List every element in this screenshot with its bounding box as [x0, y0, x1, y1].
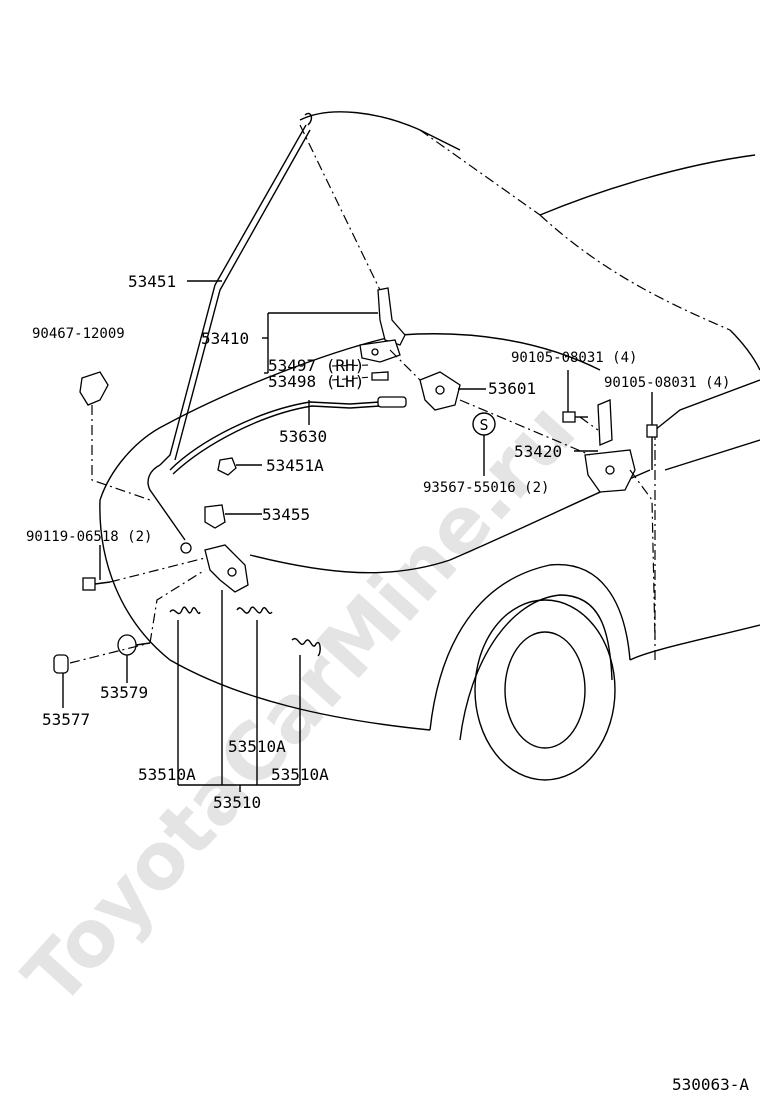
- part-labels: 53451 53410 53497 (RH) 53498 (LH) 90467-…: [26, 272, 749, 1094]
- label-53497: 53497 (RH): [268, 356, 364, 375]
- label-53601: 53601: [488, 379, 536, 398]
- label-90467-12009: 90467-12009: [32, 326, 125, 342]
- label-53630: 53630: [279, 427, 327, 446]
- leader-lines: [62, 280, 656, 792]
- label-53510A-mid: 53510A: [228, 737, 286, 756]
- cap-53577: [53, 654, 69, 674]
- label-53510: 53510: [213, 793, 261, 812]
- label-53510A-right: 53510A: [271, 765, 329, 784]
- label-90105-08031-b: 90105-08031 (4): [604, 375, 730, 391]
- spring-right: [291, 637, 321, 657]
- rod-holder-53455: [204, 504, 226, 529]
- bolt-90105-a: [562, 411, 588, 423]
- label-90119-06518: 90119-06518 (2): [26, 529, 152, 545]
- car-body-outline: [99, 111, 760, 781]
- knob-53579: [117, 634, 151, 656]
- label-90105-08031-a: 90105-08031 (4): [511, 350, 637, 366]
- grommet-53451A: [217, 457, 237, 476]
- figure-code: 530063-A: [672, 1075, 749, 1094]
- hood-hinge: [359, 287, 406, 363]
- label-53451: 53451: [128, 272, 176, 291]
- spring-left: [169, 606, 201, 615]
- label-53455: 53455: [262, 505, 310, 524]
- label-93567-55016: 93567-55016 (2): [423, 480, 549, 496]
- hood-latch: [204, 544, 249, 593]
- label-53410: 53410: [201, 329, 249, 348]
- hood-lock: [584, 399, 636, 493]
- label-53579: 53579: [100, 683, 148, 702]
- label-53577: 53577: [42, 710, 90, 729]
- label-53420: 53420: [514, 442, 562, 461]
- label-53451A: 53451A: [266, 456, 324, 475]
- label-53510A-left: 53510A: [138, 765, 196, 784]
- label-53498: 53498 (LH): [268, 372, 364, 391]
- bolt-90119: [82, 577, 111, 591]
- release-cable: [169, 396, 407, 475]
- hood-support-rod: [147, 112, 313, 554]
- hinge-clip: [371, 371, 389, 381]
- clip-90467: [79, 371, 109, 406]
- bolt-90105-b: [646, 424, 658, 470]
- spring-mid: [236, 606, 273, 615]
- hood-lock-bracket: [419, 371, 461, 411]
- s-symbol-text: S: [479, 416, 488, 434]
